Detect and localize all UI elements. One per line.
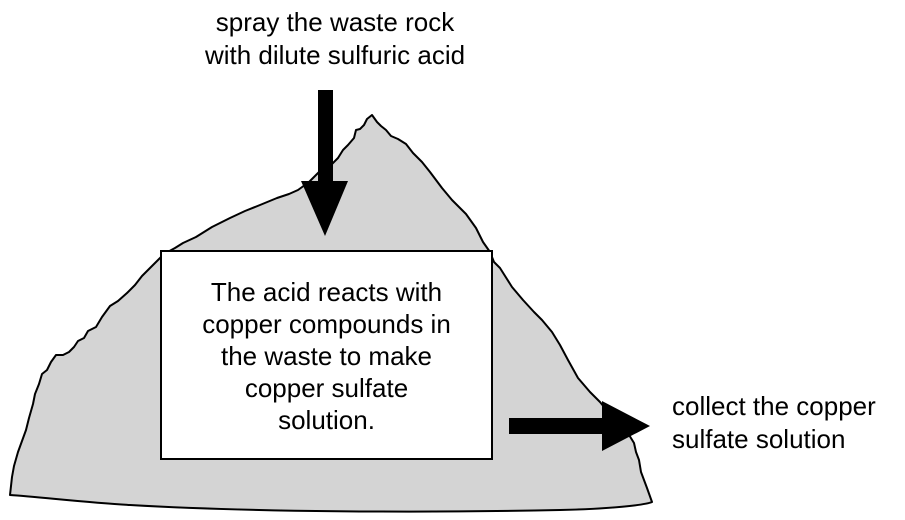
spray-arrow-down (301, 90, 348, 236)
reaction-line-4: copper sulfate (244, 373, 409, 403)
spray-instruction-label: spray the waste rock with dilute sulfuri… (150, 6, 520, 72)
reaction-line-3: the waste to make (221, 341, 432, 371)
reaction-description-box: The acid reacts with copper compounds in… (160, 250, 493, 460)
reaction-description-text: The acid reacts with copper compounds in… (177, 274, 477, 436)
reaction-line-2: copper compounds in (202, 309, 451, 339)
reaction-line-5: solution. (278, 405, 375, 435)
collect-arrow-right (509, 401, 650, 451)
spray-label-line-1: spray the waste rock (215, 7, 455, 37)
collect-label-line-2: sulfate solution (672, 424, 846, 454)
spray-label-line-2: with dilute sulfuric acid (204, 40, 466, 70)
collect-label-line-1: collect the copper (672, 391, 876, 421)
reaction-line-1: The acid reacts with (210, 277, 443, 307)
collect-solution-label: collect the copper sulfate solution (672, 390, 905, 456)
